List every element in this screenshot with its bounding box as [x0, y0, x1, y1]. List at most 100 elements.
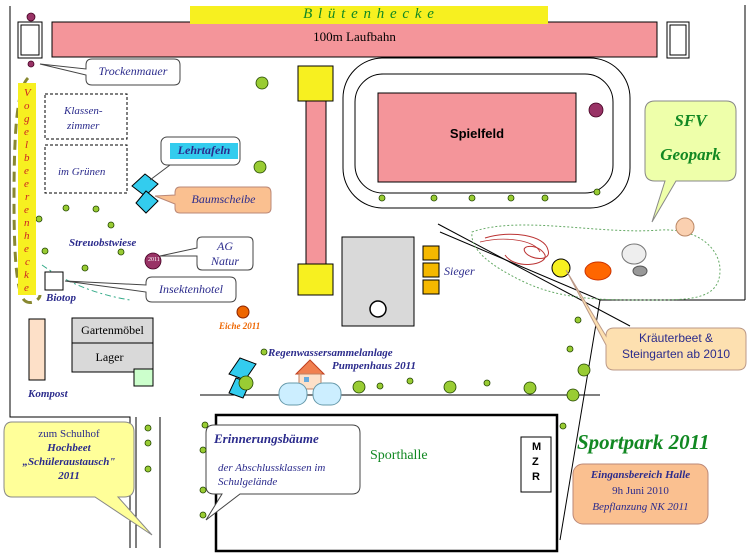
lehrtafeln-pointer [149, 164, 171, 181]
tree [199, 486, 207, 494]
tree [41, 247, 49, 255]
tree [253, 160, 267, 174]
kraeuter-spiral-2 [479, 238, 541, 253]
im-gruenen-label: im Grünen [58, 166, 106, 178]
kraeuter-callout-shape [565, 269, 747, 371]
erinnerung-callout-shape [205, 424, 361, 521]
vogelbeerenhecke-letter: k [24, 269, 29, 281]
vogelbeerenhecke-letter: g [24, 113, 30, 125]
vogelbeerenhecke-letter: e [24, 126, 29, 138]
bluetenhecke-title: B l ü t e n h e c k e [190, 6, 548, 24]
tree [117, 248, 125, 256]
tree [144, 465, 152, 473]
tree [81, 264, 89, 272]
sandbox-ring [369, 300, 387, 318]
kraeuter-spiral [484, 233, 549, 265]
pit-top [297, 65, 334, 102]
tree-purple [26, 12, 36, 22]
ag-natur-callout-1: AG [217, 239, 233, 253]
eingang-callout-shape [572, 463, 709, 525]
im-gruenen-box [44, 144, 128, 194]
vogelbeerenhecke-letter: o [24, 100, 30, 112]
ag-natur-callout-shape [159, 236, 254, 271]
regenwasser-label-1: Regenwassersammelanlage [268, 347, 393, 359]
lager-block [71, 342, 154, 373]
tree-purple [144, 252, 162, 270]
tree [574, 316, 582, 324]
schulhof-callout-2: Hochbeet [47, 442, 91, 454]
spielfeld-field [377, 92, 577, 183]
klassenzimmer-label-2: zimmer [67, 120, 100, 132]
left-goal-inner [20, 24, 40, 56]
sportpark-title: Sportpark 2011 [577, 430, 710, 454]
tree-2011-label: 2011 [148, 257, 160, 263]
vogelbeerenhecke-letter: c [25, 256, 30, 268]
tree [443, 380, 457, 394]
tree [92, 205, 100, 213]
sporthalle-label: Sporthalle [370, 448, 428, 463]
gartenmoebel-label: Gartenmöbel [81, 323, 144, 337]
hecke-boundary [12, 76, 42, 304]
biotop-box [44, 271, 64, 291]
tree [238, 375, 254, 391]
regenwasser-label-2: Pumpenhaus 2011 [332, 360, 417, 372]
tree [62, 204, 70, 212]
pond-small [632, 265, 648, 277]
mint-square [133, 368, 154, 387]
eingang-callout-2: 9h Juni 2010 [612, 485, 669, 497]
tree [107, 221, 115, 229]
diagonal-path-2 [439, 231, 601, 301]
gartenmoebel-block [71, 317, 154, 344]
tree [144, 424, 152, 432]
biotop-curve [41, 264, 131, 301]
ag-natur-callout-2: Natur [210, 254, 239, 268]
vertical-track [305, 99, 327, 266]
orange-bed [584, 261, 612, 281]
tree [352, 380, 366, 394]
trockenmauer-callout-shape [39, 58, 181, 86]
tree [541, 194, 549, 202]
pumpenhaus-window [304, 377, 309, 382]
tree [144, 439, 152, 447]
tree [430, 194, 438, 202]
lager-label: Lager [95, 350, 124, 364]
laufbahn-track [51, 21, 658, 58]
schulhof-callout-4: 2011 [58, 470, 80, 482]
eiche-tree [236, 305, 250, 319]
tree [566, 345, 574, 353]
spielfeld-label: Spielfeld [449, 126, 505, 141]
kompost-label: Kompost [28, 388, 68, 400]
tree [577, 363, 591, 377]
tree-purple [588, 102, 604, 118]
erinnerung-callout-title: Erinnerungsbäume [214, 431, 319, 446]
baumscheibe-callout: Baumscheibe [191, 192, 256, 206]
pond [621, 243, 647, 265]
pumpenhaus-roof [294, 359, 326, 375]
tree [378, 194, 386, 202]
trockenmauer-callout: Trockenmauer [98, 64, 168, 78]
lehrtafeln-highlight [170, 143, 238, 159]
erinnerung-callout-line3: Schulgelände [218, 476, 278, 488]
klassenzimmer-label-1: Klassen- [64, 105, 103, 117]
insektenhotel-callout-shape [64, 276, 237, 303]
boundary-diagonal-2 [559, 299, 601, 541]
tree [566, 388, 580, 402]
peach-circle [675, 217, 695, 237]
biotop-label: Biotop [46, 292, 76, 304]
tree [260, 348, 268, 356]
podium-1 [422, 245, 440, 261]
kraeuter-callout-1: Kräuterbeet & [638, 331, 714, 345]
podium-3 [422, 279, 440, 295]
vogelbeerenhecke-letter: V [24, 87, 31, 99]
regenwasser-sign-1 [228, 357, 257, 381]
vogelbeerenhecke-letter: e [24, 204, 29, 216]
steingarten-yellow [551, 258, 571, 278]
sieger-label: Sieger [444, 264, 475, 278]
purple-trees [26, 12, 604, 270]
eingang-callout-3: Bepflanzung NK 2011 [592, 501, 689, 513]
tree [199, 511, 207, 519]
rain-tank-1 [278, 382, 308, 406]
right-goal-inner [669, 24, 687, 56]
mzr-label-z: Z [532, 456, 539, 468]
